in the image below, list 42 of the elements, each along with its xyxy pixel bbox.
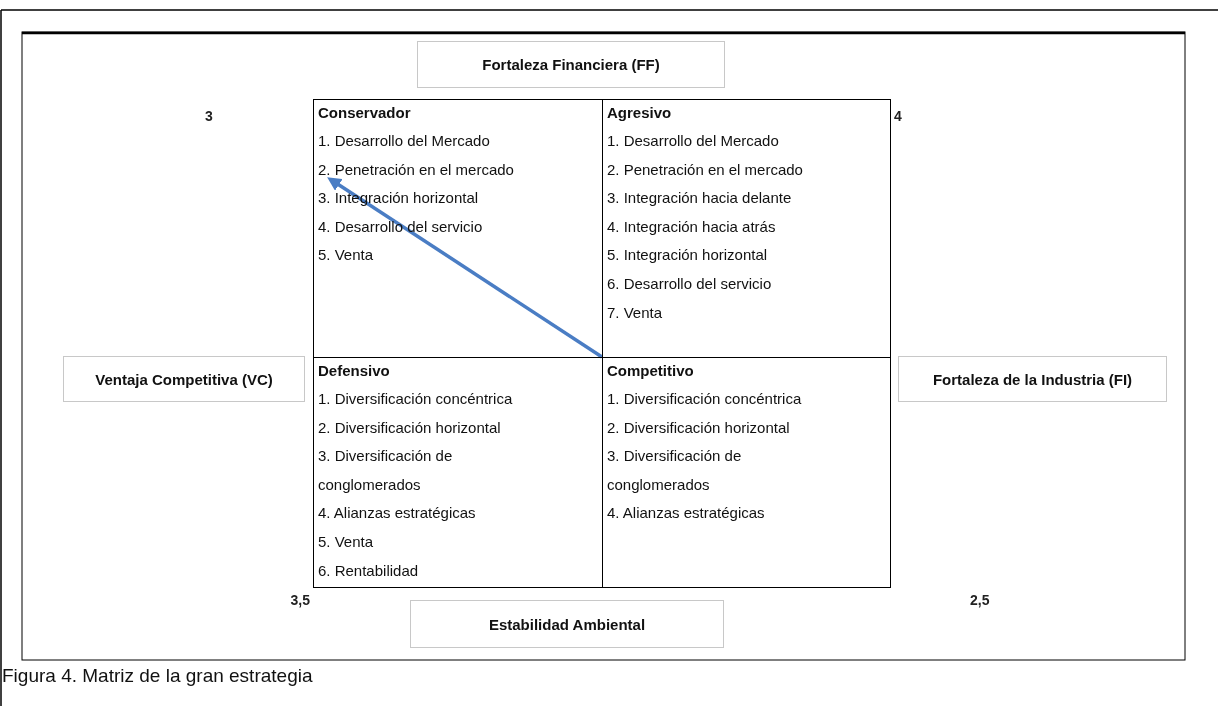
axis-label: Ventaja Competitiva (VC)	[95, 370, 273, 388]
strategy-item: 7. Venta	[607, 302, 664, 323]
axis-label: Estabilidad Ambiental	[488, 615, 646, 633]
quadrant-heading: Agresivo	[607, 103, 673, 123]
axis-label-box	[410, 600, 724, 648]
figure-caption: Figura 4. Matriz de la gran estrategia	[2, 665, 313, 687]
quadrant-heading: Competitivo	[607, 361, 695, 381]
strategy-item: 5. Integración horizontal	[607, 245, 769, 266]
strategy-item: 2. Penetración en el mercado	[318, 159, 515, 180]
quadrant-heading: Conservador	[318, 103, 412, 123]
strategy-item: 1. Diversificación concéntrica	[607, 389, 803, 409]
strategy-item: 5. Venta	[318, 245, 375, 266]
quadrant-box	[602, 357, 891, 588]
strategy-item: 4. Alianzas estratégicas	[318, 503, 477, 524]
strategy-item: 3. Diversificación de conglomerados	[607, 446, 743, 495]
strategy-item: 3. Integración hacia delante	[607, 188, 793, 209]
axis-label-box	[63, 356, 305, 402]
strategy-item: 4. Integración hacia atrás	[607, 216, 777, 237]
strategy-item: 2. Diversificación horizontal	[318, 417, 502, 438]
strategy-item: 1. Diversificación concéntrica	[318, 389, 514, 409]
axis-label: Fortaleza Financiera (FF)	[482, 56, 660, 73]
value-label: 3,5	[289, 592, 310, 608]
strategy-item: 5. Venta	[318, 531, 375, 552]
axis-label: Fortaleza de la Industria (FI)	[932, 370, 1133, 388]
axis-label-box	[417, 41, 725, 88]
strategy-item: 4. Desarrollo del servicio	[318, 216, 484, 237]
quadrant-box	[313, 99, 603, 358]
strategy-item: 6. Rentabilidad	[318, 560, 420, 581]
strategy-item: 1. Desarrollo del Mercado	[318, 131, 491, 151]
quadrant-box	[313, 357, 603, 588]
axis-label-box	[898, 356, 1167, 402]
strategy-item: 4. Alianzas estratégicas	[607, 503, 766, 524]
value-label: 2,5	[970, 592, 990, 608]
strategy-item: 2. Diversificación horizontal	[607, 417, 791, 438]
strategy-item: 2. Penetración en el mercado	[607, 159, 804, 180]
strategy-item: 3. Diversificación de conglomerados	[318, 446, 454, 495]
quadrant-box	[602, 99, 891, 358]
quadrant-heading: Defensivo	[318, 361, 391, 381]
strategy-item: 6. Desarrollo del servicio	[607, 273, 773, 294]
value-label: 4	[894, 108, 902, 124]
strategy-item: 1. Desarrollo del Mercado	[607, 131, 780, 151]
value-label: 3	[205, 108, 213, 124]
